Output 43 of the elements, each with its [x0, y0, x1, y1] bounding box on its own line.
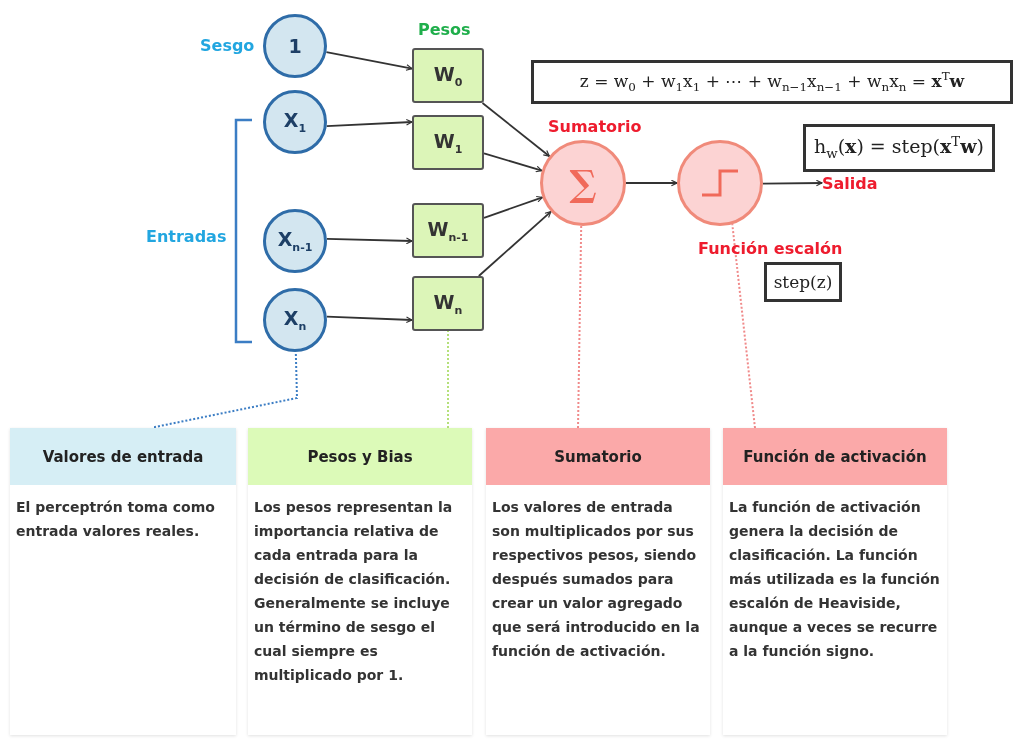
card-text: El perceptrón toma como entrada valores reales. — [15, 498, 216, 541]
sesgo-label: Sesgo — [200, 36, 255, 55]
arrow — [477, 210, 552, 277]
sumatorio-label: Sumatorio — [548, 117, 642, 136]
funcion-escalon-label: Función escalón — [698, 239, 843, 258]
arrow — [325, 51, 413, 71]
sum-circle: ∑ — [540, 140, 626, 226]
info-card — [10, 428, 236, 735]
info-card — [723, 428, 947, 735]
info-card — [486, 428, 710, 735]
arrow — [483, 152, 543, 173]
arrow — [326, 237, 413, 245]
formula-box: h$_{w}$(x) = step(x$^{T}$w) — [803, 124, 995, 172]
arrow — [483, 195, 544, 219]
card-text: Los valores de entrada son multiplicados por sus respectivos pesos, siendo después sumados para crear un valor agregado que será introducido en la función de activación. — [491, 498, 701, 661]
pesos-label: Pesos — [418, 20, 471, 39]
output-label: Salida — [822, 174, 878, 193]
weight-box: W$_{0}$ — [412, 48, 484, 103]
formula-box: step(z) — [764, 262, 842, 302]
weight-box: W$_{n-1}$ — [412, 203, 484, 258]
weight-box: W$_{n}$ — [412, 276, 484, 331]
input-circle: X$_{1}$ — [263, 90, 327, 154]
card-text: Los pesos representan la importancia relativa de cada entrada para la decisión de clasificación. Generalmente se incluye un término de sesgo el cual siempre es multiplicado por 1. — [253, 498, 454, 685]
leader-line — [154, 351, 299, 429]
arrow — [481, 102, 551, 158]
formula-box: z = w$_{0}$ + w$_{1}$x$_{1}$ + ⋯ + w$_{n−1}$x$_{n−1}$ + w$_{n}$x$_{n}$ = x$^{T}$w — [531, 60, 1013, 104]
leader-line — [447, 330, 449, 429]
weight-box: W$_{1}$ — [412, 115, 484, 170]
leader-line — [577, 225, 583, 429]
arrow — [325, 118, 413, 128]
entradas-label: Entradas — [146, 227, 227, 246]
arrow — [762, 179, 823, 187]
input-circle: 1 — [263, 14, 327, 78]
input-circle: X$_{n}$ — [263, 288, 327, 352]
card-heading: Sumatorio — [486, 428, 710, 485]
card-heading: Pesos y Bias — [248, 428, 472, 485]
input-circle: X$_{n-1}$ — [263, 209, 327, 273]
card-text: La función de activación genera la decisión de clasificación. La función más utilizada es la función escalón de Heaviside, aunque a veces se recurre a la función signo. — [728, 498, 941, 661]
card-heading: Valores de entrada — [10, 428, 236, 485]
card-heading: Función de activación — [723, 428, 947, 485]
info-card — [248, 428, 472, 735]
arrow — [625, 179, 678, 187]
arrow — [325, 315, 413, 324]
